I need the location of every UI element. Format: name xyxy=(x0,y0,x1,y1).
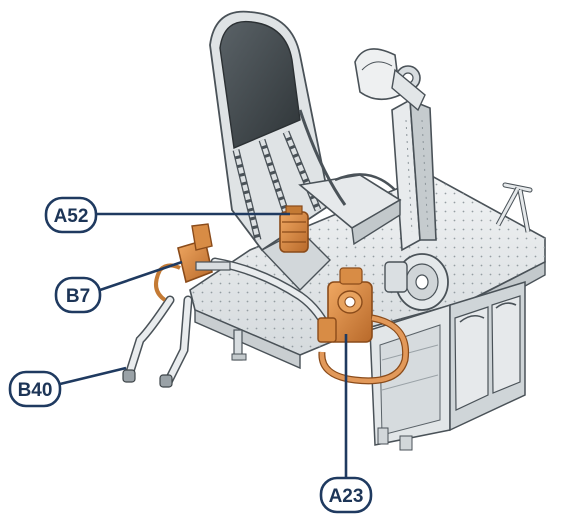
pilot-seat xyxy=(209,10,402,292)
callout-bubble-b7 xyxy=(54,276,102,314)
highlight-part-a23 xyxy=(317,267,410,385)
deck-legs xyxy=(231,329,247,361)
callout-bubble-a52 xyxy=(44,196,98,234)
callout-bubble-a23 xyxy=(319,476,373,514)
callout-bubble-b40 xyxy=(8,370,62,408)
callout-label-b7: B7 xyxy=(66,286,90,307)
highlight-part-a52 xyxy=(279,205,309,253)
callout-label-b40: B40 xyxy=(18,380,53,401)
front-pipes xyxy=(122,257,335,388)
control-column xyxy=(354,48,437,252)
callout-a23: A23 xyxy=(319,334,373,514)
callout-label-a23: A23 xyxy=(329,486,364,507)
lower-console-boxes xyxy=(369,280,526,451)
right-lever xyxy=(495,182,533,233)
leader-line-b40 xyxy=(59,366,127,386)
trim-wheel xyxy=(384,253,449,311)
callout-b7: B7 xyxy=(54,260,183,314)
callout-label-a52: A52 xyxy=(54,206,89,227)
callout-b40: B40 xyxy=(8,366,127,408)
callout-a52: A52 xyxy=(44,196,290,234)
leader-line-b7 xyxy=(99,260,183,292)
